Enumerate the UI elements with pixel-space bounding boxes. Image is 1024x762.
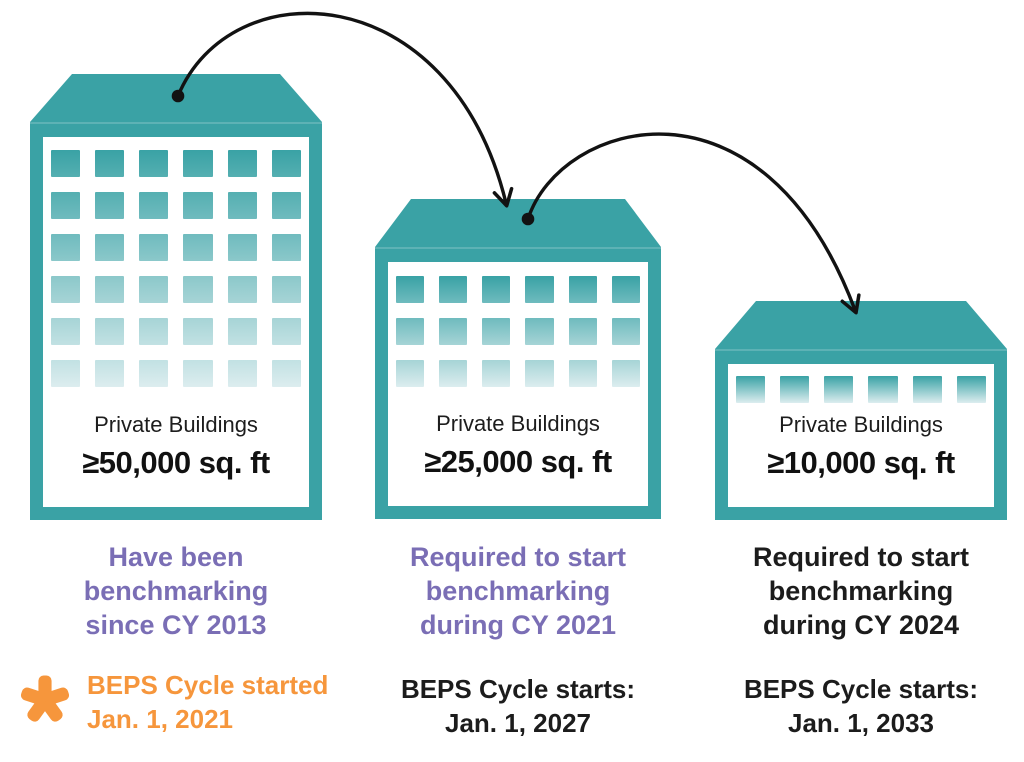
window [183, 234, 213, 261]
window [396, 360, 425, 387]
cycle-caption-text: BEPS Cycle started Jan. 1, 2021 [87, 670, 329, 734]
window [183, 192, 213, 219]
window [568, 276, 597, 303]
window [95, 360, 125, 387]
window [482, 318, 511, 345]
window [183, 276, 213, 303]
window [227, 234, 257, 261]
building-roof [715, 301, 1007, 349]
window [439, 318, 468, 345]
window [525, 360, 554, 387]
window [95, 192, 125, 219]
window [95, 150, 125, 177]
window-grid [51, 150, 301, 387]
cycle-caption-building3: BEPS Cycle starts: Jan. 1, 2033 [743, 674, 979, 738]
window [51, 192, 81, 219]
window [568, 318, 597, 345]
building-size-label: ≥50,000 sq. ft [82, 444, 270, 480]
window [868, 376, 898, 403]
window [912, 376, 942, 403]
building-label: Private Buildings [436, 411, 600, 437]
window [183, 318, 213, 345]
window [139, 192, 169, 219]
window [139, 318, 169, 345]
window [271, 192, 301, 219]
window [271, 360, 301, 387]
status-caption-building2: Required to start benchmarking during CY… [409, 542, 627, 640]
window [439, 276, 468, 303]
building-50000: Private Buildings ≥50,000 sq. ft [30, 74, 322, 520]
window-grid [736, 376, 986, 403]
window [956, 376, 986, 403]
window [51, 276, 81, 303]
building-10000: Private Buildings ≥10,000 sq. ft [715, 301, 1007, 520]
window [95, 234, 125, 261]
window [139, 276, 169, 303]
window [51, 360, 81, 387]
window [51, 318, 81, 345]
window [271, 234, 301, 261]
building-body: Private Buildings ≥10,000 sq. ft [715, 349, 1007, 520]
cycle-caption-building1: BEPS Cycle started Jan. 1, 2021 [20, 668, 360, 736]
window [183, 150, 213, 177]
building-body: Private Buildings ≥50,000 sq. ft [30, 122, 322, 520]
building-roof [30, 74, 322, 122]
building-label: Private Buildings [779, 412, 943, 438]
window [183, 360, 213, 387]
window [51, 150, 81, 177]
building-25000: Private Buildings ≥25,000 sq. ft [375, 199, 661, 519]
window [227, 276, 257, 303]
status-caption-building3: Required to start benchmarking during CY… [752, 542, 970, 640]
building-facade: Private Buildings ≥25,000 sq. ft [388, 262, 648, 506]
window [95, 276, 125, 303]
window [611, 276, 640, 303]
window [568, 360, 597, 387]
window [227, 192, 257, 219]
window [227, 318, 257, 345]
window [271, 318, 301, 345]
window [611, 318, 640, 345]
building-size-label: ≥25,000 sq. ft [424, 443, 612, 479]
building-body: Private Buildings ≥25,000 sq. ft [375, 247, 661, 519]
window [780, 376, 810, 403]
window [271, 276, 301, 303]
window [139, 234, 169, 261]
window-grid [396, 276, 640, 387]
window [482, 360, 511, 387]
window [227, 360, 257, 387]
building-label: Private Buildings [94, 412, 258, 438]
asterisk-icon [20, 675, 70, 722]
building-roof [375, 199, 661, 247]
window [271, 150, 301, 177]
window [736, 376, 766, 403]
window [139, 360, 169, 387]
building-facade: Private Buildings ≥10,000 sq. ft [728, 364, 994, 507]
window [525, 318, 554, 345]
window [396, 318, 425, 345]
window [439, 360, 468, 387]
building-size-label: ≥10,000 sq. ft [767, 444, 955, 480]
window [824, 376, 854, 403]
cycle-caption-building2: BEPS Cycle starts: Jan. 1, 2027 [400, 674, 636, 738]
building-facade: Private Buildings ≥50,000 sq. ft [43, 137, 309, 507]
window [51, 234, 81, 261]
window [95, 318, 125, 345]
window [396, 276, 425, 303]
window [139, 150, 169, 177]
status-caption-building1: Have been benchmarking since CY 2013 [83, 542, 269, 640]
asterisk-arms [20, 675, 70, 722]
window [227, 150, 257, 177]
window [482, 276, 511, 303]
window [611, 360, 640, 387]
window [525, 276, 554, 303]
